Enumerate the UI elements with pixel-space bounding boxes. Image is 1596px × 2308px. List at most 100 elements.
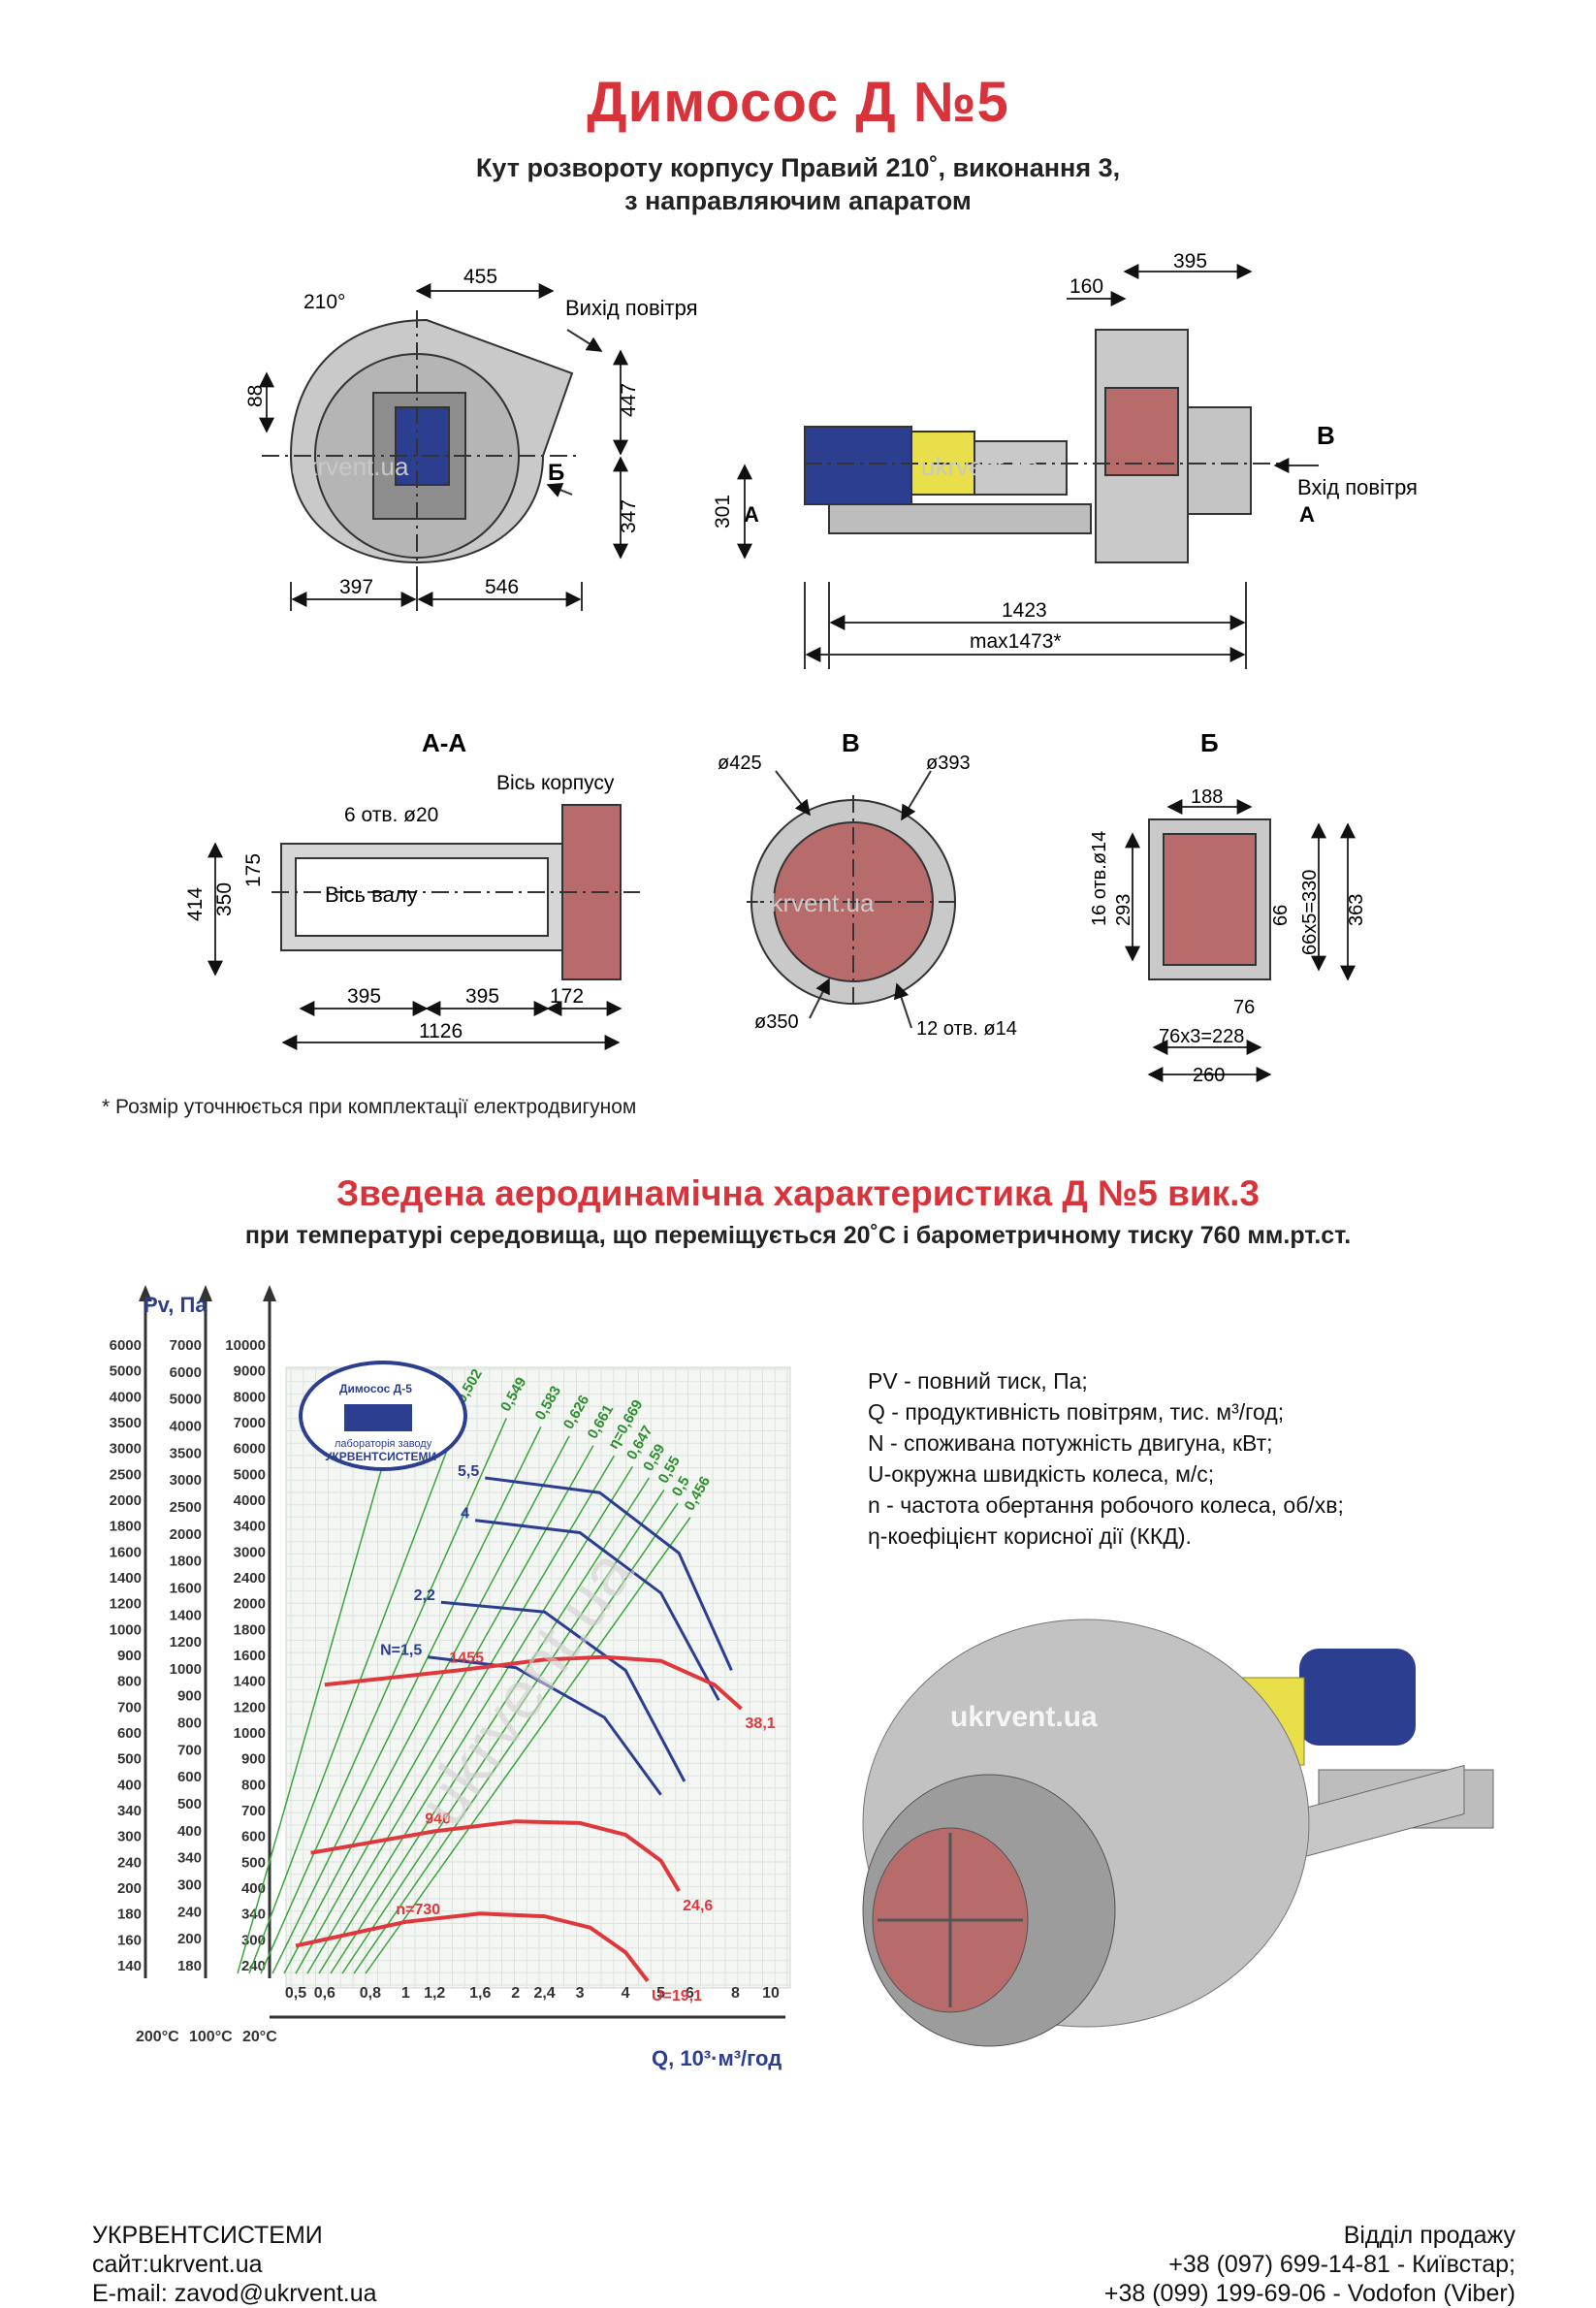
view-bb-dim-260: 260: [1193, 1065, 1225, 1086]
y-tick-label: 2400: [234, 1570, 266, 1587]
x-tick-label: 8: [731, 1985, 740, 2002]
power-curves: N=1,52,245,5: [380, 1463, 733, 1796]
y-tick-label: 900: [177, 1688, 202, 1705]
watermark-3: ukrvent.ua: [756, 888, 875, 917]
y-tick-label: 200: [117, 1880, 142, 1897]
section-aa-dim-395a: 395: [347, 985, 381, 1008]
y-tick-label: 700: [177, 1742, 202, 1758]
y-tick-label: 1400: [170, 1607, 202, 1623]
legend-q: Q - продуктивність повітрям, тис. м³/год…: [868, 1399, 1285, 1425]
y-tick-label: 2000: [170, 1526, 202, 1543]
footer-email[interactable]: E-mail: zavod@ukrvent.ua: [92, 2280, 377, 2307]
front-dim-bottom-right: 546: [485, 576, 519, 598]
y-tick-label: 4000: [170, 1418, 202, 1434]
footer-company: УКРВЕНТСИСТЕМИ: [92, 2222, 323, 2249]
chart-legend: PV - повний тиск, Па; Q - продуктивність…: [868, 1365, 1344, 1552]
y-tick-label: 600: [177, 1769, 202, 1785]
y-tick-label: 3400: [234, 1519, 266, 1535]
logo-mid: лабораторія заводу: [335, 1438, 432, 1450]
y-tick-label: 600: [117, 1725, 142, 1742]
y-tick-label: 400: [117, 1777, 142, 1793]
section-aa-dim-350: 350: [213, 882, 236, 916]
side-mark-a2: A: [1299, 502, 1315, 527]
y-tick-label: 900: [117, 1648, 142, 1664]
technical-drawings: 210° 455 Вихід повітря 88 447 347 397 54…: [184, 250, 1418, 1086]
side-dim-top: 395: [1173, 250, 1207, 272]
power-label: 5,5: [458, 1463, 479, 1480]
y-tick-label: 1800: [170, 1554, 202, 1570]
y-tick-label: 3000: [234, 1544, 266, 1560]
y-tick-label: 7000: [170, 1337, 202, 1354]
legend-eta: η-коефіцієнт корисної дії (ККД).: [868, 1523, 1192, 1549]
power-curve: [428, 1655, 662, 1796]
y-tick-label: 9000: [234, 1363, 266, 1380]
y-tick-label: 400: [241, 1880, 266, 1897]
view-bb-title: Б: [1200, 728, 1219, 757]
y-tick-label: 240: [117, 1854, 142, 1871]
section-aa-dim-395b: 395: [465, 985, 499, 1008]
front-dim-right-bottom: 347: [618, 499, 640, 533]
y-tick-label: 1000: [170, 1661, 202, 1678]
efficiency-ray: [237, 1401, 401, 1974]
power-label: 2,2: [414, 1587, 435, 1604]
side-mark-a1: A: [744, 502, 759, 527]
section-aa: [207, 804, 640, 1050]
section-aa-holes: 6 отв. ø20: [344, 804, 438, 826]
y-tick-label: 1600: [234, 1648, 266, 1664]
view-bb-dim-188: 188: [1191, 786, 1223, 808]
footnote: * Розмір уточнюється при комплектації ел…: [102, 1096, 637, 1118]
y-tick-label: 1400: [234, 1674, 266, 1690]
footer-site[interactable]: сайт:ukrvent.ua: [92, 2251, 263, 2278]
velocity-label: 24,6: [683, 1898, 713, 1914]
x-tick-label: 1,2: [424, 1985, 445, 2002]
view-bb-dim-363: 363: [1346, 894, 1367, 926]
footer-sales: Відділ продажу: [1343, 2222, 1516, 2249]
x-tick-label: 3: [576, 1985, 585, 2002]
y-tick-label: 2000: [234, 1596, 266, 1613]
view-bb-dim-76: 76: [1233, 997, 1255, 1018]
y-tick-label: 5000: [110, 1363, 142, 1380]
y-tick-label: 3000: [110, 1441, 142, 1458]
front-dim-bottom-left: 397: [339, 576, 373, 598]
rpm-label: n=730: [396, 1902, 440, 1918]
temp-label-100c: 100°С: [189, 2029, 233, 2045]
view-b-d425: ø425: [718, 753, 762, 774]
velocity-label: 38,1: [746, 1715, 776, 1732]
y-tick-label: 2500: [170, 1499, 202, 1516]
velocity-label: U=19,1: [652, 1988, 702, 2004]
view-b-d350: ø350: [754, 1011, 799, 1033]
front-section-mark: Б: [548, 460, 564, 486]
legend-n: N - споживана потужність двигуна, кВт;: [868, 1430, 1273, 1456]
y-tick-label: 2000: [110, 1492, 142, 1509]
y-tick-label: 300: [177, 1877, 202, 1894]
y-tick-label: 1200: [110, 1596, 142, 1613]
temp-label-200c: 200°С: [136, 2029, 179, 2045]
footer-phone-2[interactable]: +38 (099) 199-69-06 - Vodofon (Viber): [1103, 2280, 1516, 2307]
factory-logo: Димосос Д-5 лабораторія заводу УКРВЕНТСИ…: [299, 1361, 467, 1471]
y-tick-label: 300: [117, 1829, 142, 1845]
view-bb-dim-66x5: 66х5=330: [1299, 870, 1321, 955]
temp-label-20c: 20°С: [242, 2029, 277, 2045]
efficiency-ray: [295, 1445, 594, 1974]
y-tick-label: 200: [177, 1931, 202, 1947]
y-tick-label: 10000: [225, 1337, 266, 1354]
y-tick-label: 7000: [234, 1415, 266, 1431]
view-bb-dim-76x3: 76х3=228: [1159, 1026, 1244, 1047]
subtitle-line-1: Кут розвороту корпусу Правий 210˚, викон…: [475, 153, 1121, 182]
legend-pv: PV - повний тиск, Па;: [868, 1368, 1088, 1394]
footer-phone-1[interactable]: +38 (097) 699-14-81 - Київстар;: [1168, 2251, 1516, 2278]
section-aa-dim-175: 175: [242, 853, 265, 887]
logo-bottom: УКРВЕНТСИСТЕМИ: [325, 1450, 436, 1463]
watermark-2: ukrvent.ua: [921, 452, 1039, 481]
y-tick-label: 500: [117, 1751, 142, 1768]
side-mark-b: B: [1317, 421, 1335, 450]
y-tick-label: 600: [241, 1829, 266, 1845]
x-tick-label: 10: [762, 1985, 780, 2002]
front-dim-top: 455: [463, 266, 497, 288]
view-b-holes: 12 отв. ø14: [916, 1018, 1017, 1040]
y-tick-label: 180: [117, 1907, 142, 1923]
y-tick-label: 6000: [234, 1441, 266, 1458]
section-aa-axis-shaft: Вісь валу: [325, 882, 418, 907]
